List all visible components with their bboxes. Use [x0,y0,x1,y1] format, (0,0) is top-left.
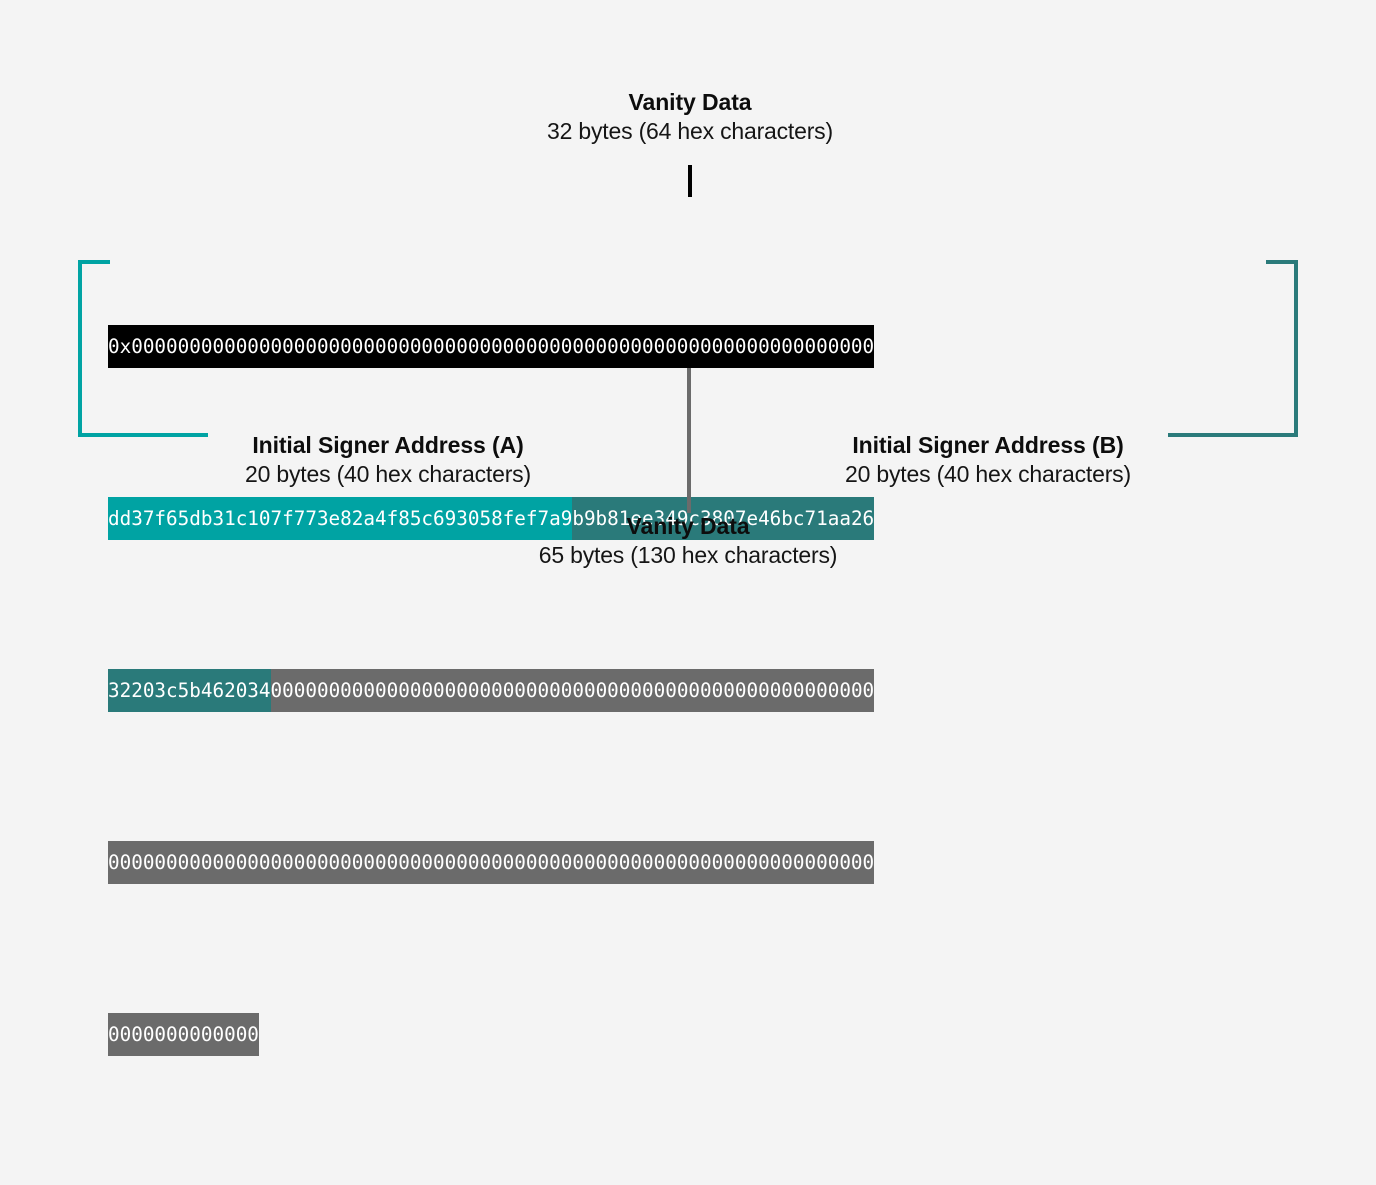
hex-segment-signer-address-b-part2: 32203c5b462034 [108,669,271,712]
right-bracket-bottom-arm [1168,433,1298,437]
right-bracket-top-arm [1266,260,1298,264]
right-bracket-vertical [1294,260,1298,437]
bottom-vanity-data-subtitle: 65 bytes (130 hex characters) [538,542,838,568]
hex-row: dd37f65db31c107f773e82a4f85c693058fef7a9… [108,497,1268,540]
left-bracket-vertical [78,260,82,437]
hex-segment-signer-address-a: dd37f65db31c107f773e82a4f85c693058fef7a9 [108,497,573,540]
top-vanity-data-subtitle: 32 bytes (64 hex characters) [547,118,833,144]
right-signer-address-title: Initial Signer Address (B) [852,432,1124,458]
hex-segment-prefix-and-vanity-data: 0x00000000000000000000000000000000000000… [108,325,875,368]
hex-row: 0000000000000000000000000000000000000000… [108,841,1268,884]
hex-row: 0x00000000000000000000000000000000000000… [108,325,1268,368]
hex-segment-vanity-data-tail: 0000000000000000000000000000000000000000… [108,841,875,884]
bottom-vanity-data-label: Vanity Data 65 bytes (130 hex characters… [438,512,938,571]
hex-row: 32203c5b462034 0000000000000000000000000… [108,669,1268,712]
top-connector-line [688,165,692,197]
hex-data-block: 0x00000000000000000000000000000000000000… [108,196,1268,1185]
top-vanity-data-title: Vanity Data [628,89,752,115]
left-signer-address-title: Initial Signer Address (A) [252,432,524,458]
bottom-connector-line [687,368,691,513]
left-signer-address-subtitle: 20 bytes (40 hex characters) [245,461,531,487]
diagram-canvas: Vanity Data 32 bytes (64 hex characters)… [78,88,1298,1056]
hex-segment-vanity-data-tail: 0000000000000000000000000000000000000000… [270,669,875,712]
right-signer-address-label: Initial Signer Address (B) 20 bytes (40 … [738,431,1238,490]
hex-segment-vanity-data-tail: 0000000000000 [108,1013,259,1056]
top-vanity-data-label: Vanity Data 32 bytes (64 hex characters) [440,88,940,147]
hex-segment-signer-address-b-part1: b9b81ee349c3807e46bc71aa26 [572,497,875,540]
bottom-vanity-data-title: Vanity Data [626,513,750,539]
hex-row: 0000000000000 [108,1013,1268,1056]
left-bracket-top-arm [78,260,110,264]
right-signer-address-subtitle: 20 bytes (40 hex characters) [845,461,1131,487]
left-bracket-bottom-arm [78,433,208,437]
left-signer-address-label: Initial Signer Address (A) 20 bytes (40 … [138,431,638,490]
